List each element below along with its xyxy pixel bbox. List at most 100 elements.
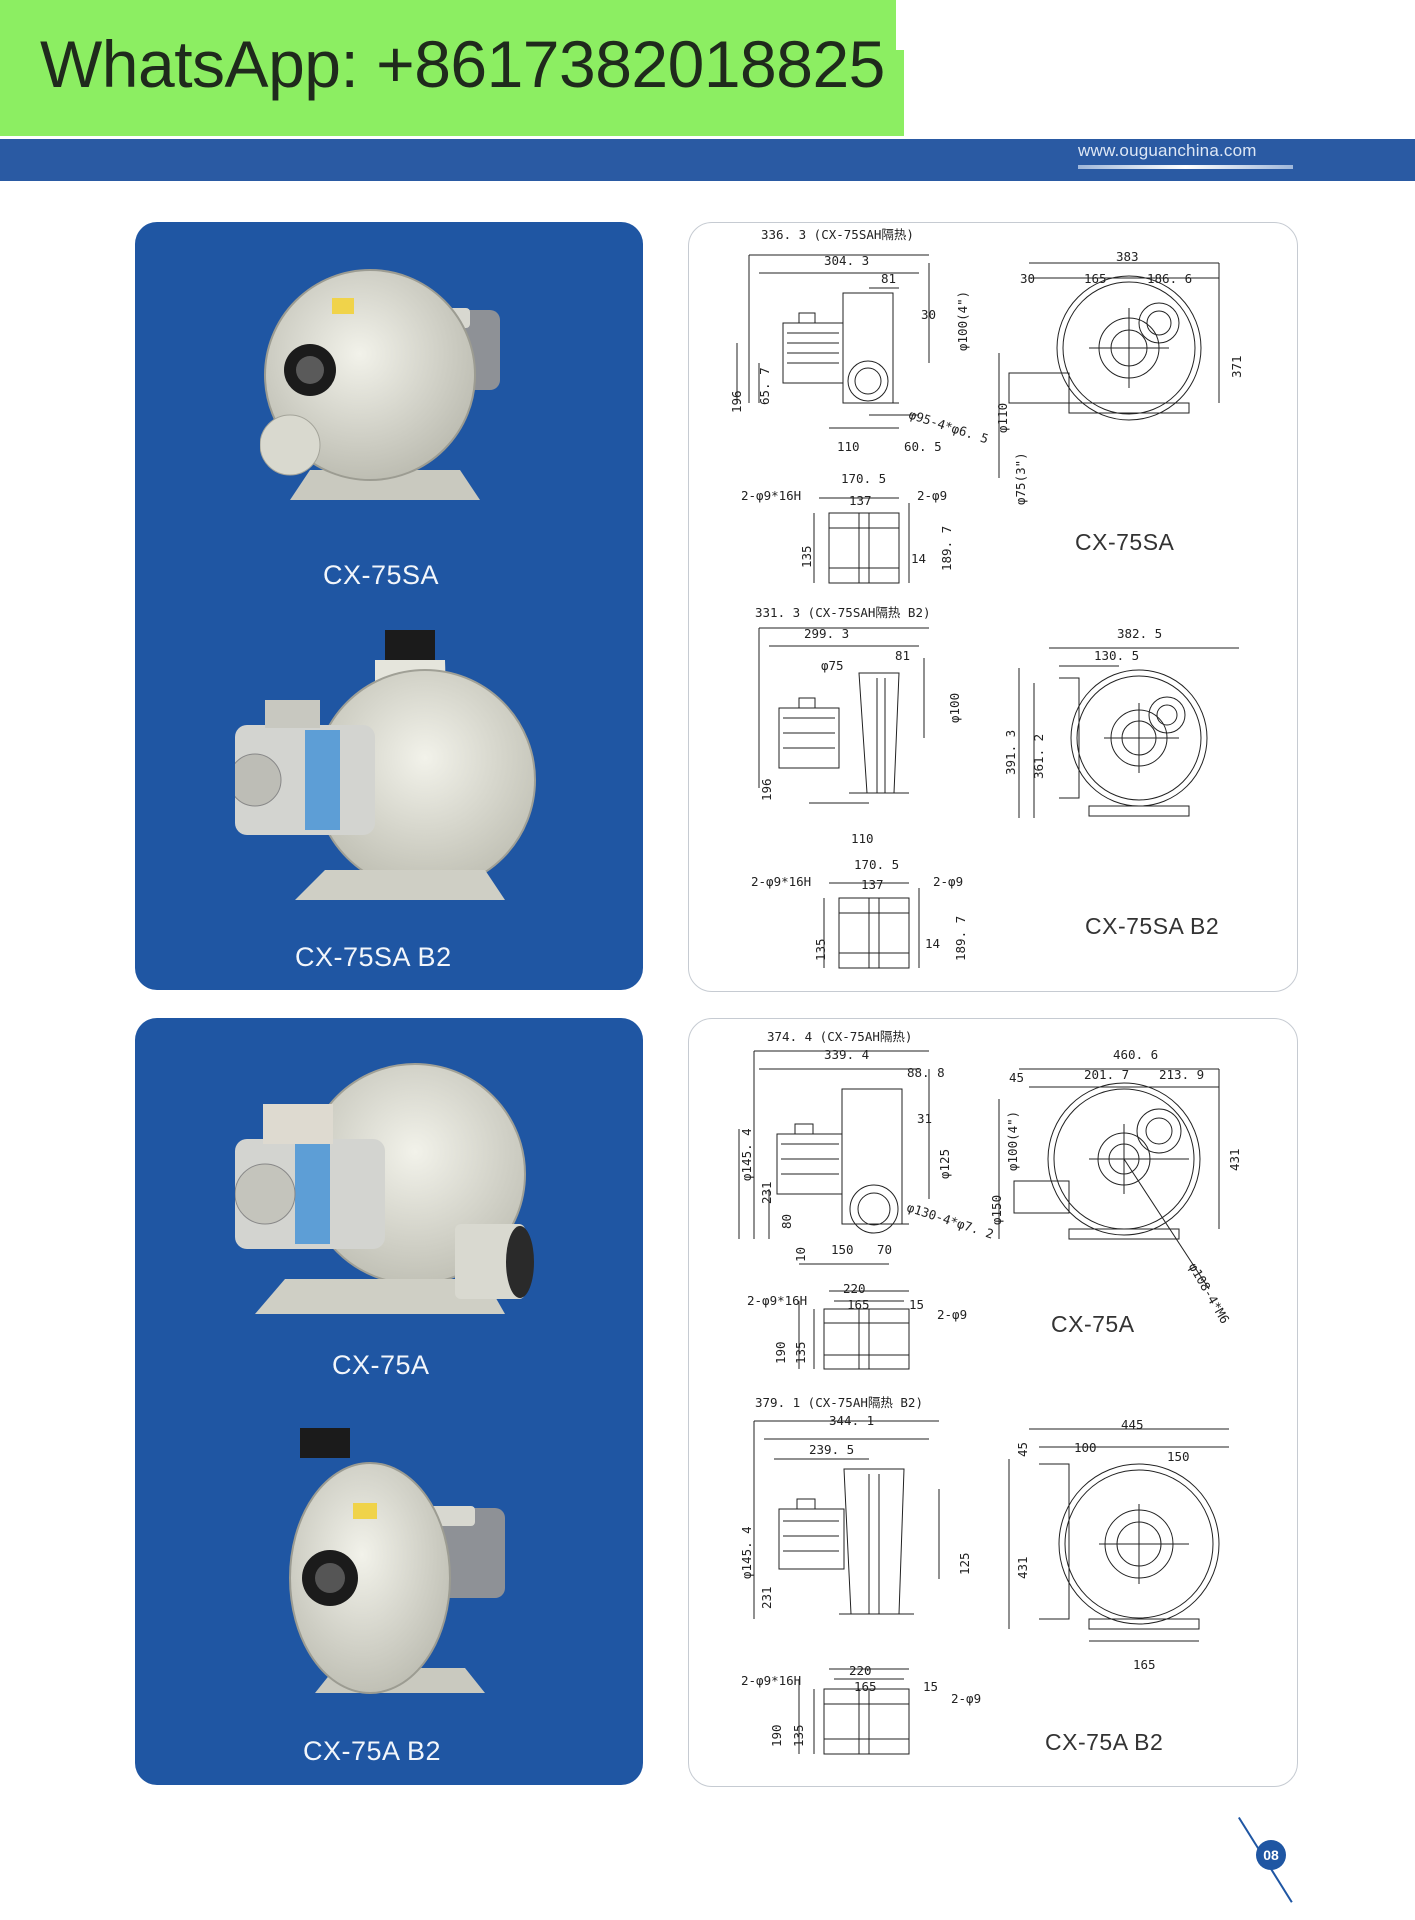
dimension-label: 374. 4 (CX-75AH隔热) <box>767 1029 913 1044</box>
dimension-label: 80 <box>779 1213 794 1229</box>
product-label: CX-75A B2 <box>303 1736 442 1766</box>
dimension-label: φ100(4") <box>955 290 970 351</box>
dimension-label: 45 <box>1009 1070 1025 1085</box>
dimension-label: 304. 3 <box>824 253 870 268</box>
dimension-label: 2-φ9*16H <box>741 488 802 503</box>
dimension-label: 379. 1 (CX-75AH隔热 B2) <box>755 1395 923 1410</box>
dimension-label: 130. 5 <box>1094 648 1140 663</box>
dimension-label: 431 <box>1227 1148 1242 1171</box>
dimension-label: 2-φ9*16H <box>747 1293 808 1308</box>
dimension-label: 70 <box>877 1242 893 1257</box>
dimension-label: 60. 5 <box>904 439 942 454</box>
dimension-label: 30 <box>921 307 937 322</box>
front-view-drawing <box>1008 1428 1229 1642</box>
dimension-label: 165 <box>1084 271 1107 286</box>
blower-photo-cx75a <box>235 1063 534 1314</box>
dimension-label: 383 <box>1116 249 1139 264</box>
website-url[interactable]: www.ouguanchina.com <box>1078 141 1257 160</box>
dimension-label: 135 <box>799 545 814 568</box>
dimension-label: 110 <box>837 439 860 454</box>
website-underline <box>1078 165 1293 169</box>
dimension-label: 88. 8 <box>907 1065 945 1080</box>
dimension-label: φ150 <box>989 1194 1004 1225</box>
dimension-label: 10 <box>793 1246 808 1262</box>
dimension-label: 125 <box>957 1552 972 1575</box>
dimension-label: 65. 7 <box>757 367 772 405</box>
dimension-label: 135 <box>791 1724 806 1747</box>
product-label: CX-75SA B2 <box>295 942 452 972</box>
blower-photo-cx75a-b2 <box>289 1428 505 1694</box>
dimension-label: 190 <box>769 1724 784 1747</box>
dimension-label: 460. 6 <box>1113 1047 1159 1062</box>
dimension-label: 135 <box>813 938 828 961</box>
product-label: CX-75SA <box>323 560 440 590</box>
dimension-label: φ100 <box>947 692 962 723</box>
dimension-label: 196 <box>729 390 744 413</box>
dimension-label: 190 <box>773 1341 788 1364</box>
dimension-label: 165 <box>847 1297 870 1312</box>
dimension-label: 2-φ9*16H <box>751 874 812 889</box>
dimension-label: 170. 5 <box>854 857 900 872</box>
dimension-label: 371 <box>1229 355 1244 378</box>
dimension-label: 445 <box>1121 1417 1144 1432</box>
dimension-label: 391. 3 <box>1003 729 1018 775</box>
dimension-label: 382. 5 <box>1117 626 1163 641</box>
base-plate-drawing <box>813 497 910 584</box>
drawing-model-label: CX-75SA B2 <box>1085 913 1220 939</box>
dimension-label: φ145. 4 <box>739 1128 754 1181</box>
dimension-label: 150 <box>1167 1449 1190 1464</box>
dimension-label: φ75(3") <box>1013 452 1028 505</box>
drawing-panel-2: 374. 4 (CX-75AH隔热) 339. 4 88. 8 31 φ145.… <box>688 1018 1298 1787</box>
whatsapp-banner: WhatsApp: +8617382018825 <box>0 0 896 136</box>
dimension-label: 165 <box>854 1679 877 1694</box>
dimension-label: 331. 3 (CX-75SAH隔热 B2) <box>755 605 931 620</box>
side-view-drawing <box>753 1420 940 1619</box>
dimension-label: 100 <box>1074 1440 1097 1455</box>
dimension-label: 201. 7 <box>1084 1067 1130 1082</box>
dimension-label: 189. 7 <box>939 525 954 571</box>
front-view-drawing <box>998 1068 1220 1290</box>
dimension-label: 213. 9 <box>1159 1067 1205 1082</box>
product-photo-panel-1: CX-75SA CX-75SA B2 <box>135 222 643 990</box>
dimension-label: 15 <box>923 1679 939 1694</box>
dimension-label: 15 <box>909 1297 925 1312</box>
dimension-label: 14 <box>925 936 941 951</box>
dimension-label: 339. 4 <box>824 1047 870 1062</box>
dimension-label: 220 <box>843 1281 866 1296</box>
dimension-label: 220 <box>849 1663 872 1678</box>
drawing-model-label: CX-75A B2 <box>1045 1729 1164 1755</box>
drawing-model-label: CX-75SA <box>1075 529 1175 555</box>
dimension-label: 110 <box>851 831 874 846</box>
base-plate-drawing <box>798 1668 910 1755</box>
dimension-label: φ145. 4 <box>739 1526 754 1579</box>
dimension-label: 186. 6 <box>1147 271 1193 286</box>
header-bar <box>0 139 1415 181</box>
base-plate-drawing <box>823 882 920 969</box>
whatsapp-contact[interactable]: WhatsApp: +8617382018825 <box>40 27 885 101</box>
dimension-label: 30 <box>1020 271 1036 286</box>
front-view-drawing <box>1018 647 1239 818</box>
dimension-label: φ110 <box>995 402 1010 433</box>
front-view-drawing <box>998 262 1220 478</box>
side-view-drawing <box>758 627 929 804</box>
dimension-label: 150 <box>831 1242 854 1257</box>
dimension-label: φ75 <box>821 658 844 673</box>
dimension-label: 361. 2 <box>1031 733 1046 779</box>
dimension-label: 45 <box>1015 1441 1030 1457</box>
base-plate-drawing <box>798 1290 910 1370</box>
dimension-label: 137 <box>849 493 872 508</box>
blower-photo-cx75sa-b2 <box>235 630 536 900</box>
dimension-label: φ100(4") <box>1005 1110 1020 1171</box>
dimension-label: 344. 1 <box>829 1413 875 1428</box>
product-photo-panel-2: CX-75A CX-75A B2 <box>135 1018 643 1785</box>
drawing-model-label: CX-75A <box>1051 1311 1135 1337</box>
banner-notch <box>896 50 904 136</box>
dimension-label: 239. 5 <box>809 1442 855 1457</box>
dimension-label: 81 <box>895 648 911 663</box>
side-view-drawing <box>736 254 930 429</box>
side-view-drawing <box>738 1050 930 1265</box>
dimension-label: 336. 3 (CX-75SAH隔热) <box>761 227 914 242</box>
dimension-label: 189. 7 <box>953 915 968 961</box>
dimension-label: 165 <box>1133 1657 1156 1672</box>
blower-photo-cx75sa <box>260 269 500 500</box>
